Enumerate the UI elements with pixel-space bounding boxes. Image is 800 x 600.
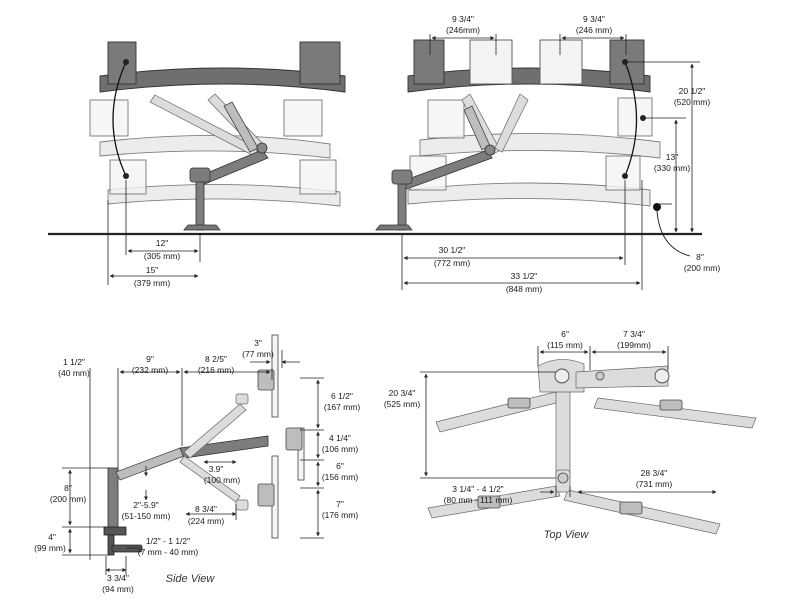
dim-d30-imp: 30 1/2": [439, 245, 466, 255]
dim-h13-imp: 13": [666, 152, 678, 162]
dim-side-4-met: (99 mm): [34, 543, 66, 553]
dim-12-met: (305 mm): [144, 251, 181, 261]
dim-side-6-imp: 6": [336, 461, 344, 471]
front-view-right: [375, 34, 700, 290]
dim-top-3-4-imp: 3 1/4" - 4 1/2": [452, 484, 503, 494]
dim-side-4-25-met: (106 mm): [322, 444, 359, 454]
side-view: [62, 334, 324, 575]
dim-side-4-25-imp: 4 1/4": [329, 433, 351, 443]
dim-side-8-34-met: (224 mm): [188, 516, 225, 526]
dim-top-20-34-met: (525 mm): [384, 399, 421, 409]
dim-h8-met: (200 mm): [684, 263, 721, 273]
dim-d33-met: (848 mm): [506, 284, 543, 294]
front-view-left: [89, 41, 346, 285]
dim-w1-imp: 9 3/4": [452, 14, 474, 24]
dim-side-6-5-imp: 6 1/2": [331, 391, 353, 401]
dim-side-9-met: (232 mm): [132, 365, 169, 375]
dim-side-clamp-imp: 1/2" - 1 1/2": [146, 536, 190, 546]
dim-top-6-imp: 6": [561, 329, 569, 339]
dim-side-1-5-met: (40 mm): [58, 368, 90, 378]
dim-side-7-met: (176 mm): [322, 510, 359, 520]
dim-side-3-met: (77 mm): [242, 349, 274, 359]
dim-top-28-34-imp: 28 3/4": [641, 468, 668, 478]
dim-h8-imp: 8": [696, 252, 704, 262]
dim-side-8-25-imp: 8 2/5": [205, 354, 227, 364]
dim-side-3-34-met: (94 mm): [102, 584, 134, 594]
dim-w1-met: (246mm): [446, 25, 480, 35]
dim-w2-imp: 9 3/4": [583, 14, 605, 24]
dim-h20-met: (520 mm): [674, 97, 711, 107]
dim-side-clamp-met: (7 mm - 40 mm): [138, 547, 199, 557]
dim-h20-imp: 20 1/2": [679, 86, 706, 96]
dim-d33-imp: 33 1/2": [511, 271, 538, 281]
top-view: [420, 346, 757, 535]
dim-side-7-imp: 7": [336, 499, 344, 509]
dim-side-8-34-imp: 8 3/4": [195, 504, 217, 514]
dim-12-imp: 12": [156, 238, 168, 248]
dim-top-28-34-met: (731 mm): [636, 479, 673, 489]
dim-side-2-59-imp: 2"-5.9": [133, 500, 158, 510]
dim-side-3-imp: 3": [254, 338, 262, 348]
dim-side-8-25-met: (216 mm): [198, 365, 235, 375]
dim-side-8-imp: 8": [64, 483, 72, 493]
dim-top-7-34-met: (199mm): [617, 340, 651, 350]
dim-side-3-9-imp: 3.9": [209, 464, 224, 474]
dim-d30-met: (772 mm): [434, 258, 471, 268]
dim-side-6-met: (156 mm): [322, 472, 359, 482]
dim-15-imp: 15": [146, 265, 158, 275]
dim-side-1-5-imp: 1 1/2": [63, 357, 85, 367]
dim-top-3-4-met: (80 mm - 111 mm): [444, 495, 513, 505]
dim-top-20-34-imp: 20 3/4": [389, 388, 416, 398]
dim-side-9-imp: 9": [146, 354, 154, 364]
top-view-caption: Top View: [544, 529, 590, 541]
dim-w2-met: (246 mm): [576, 25, 613, 35]
dim-side-2-59-met: (51-150 mm): [122, 511, 171, 521]
dim-side-8-met: (200 mm): [50, 494, 87, 504]
dim-top-7-34-imp: 7 3/4": [623, 329, 645, 339]
dim-side-3-34-imp: 3 3/4": [107, 573, 129, 583]
dim-side-6-5-met: (167 mm): [324, 402, 361, 412]
dim-h13-met: (330 mm): [654, 163, 691, 173]
dim-top-6-met: (115 mm): [547, 340, 583, 350]
dim-side-4-imp: 4": [48, 532, 56, 542]
dim-15-met: (379 mm): [134, 278, 171, 288]
side-view-caption: Side View: [166, 573, 216, 585]
dim-side-3-9-met: (100 mm): [204, 475, 241, 485]
